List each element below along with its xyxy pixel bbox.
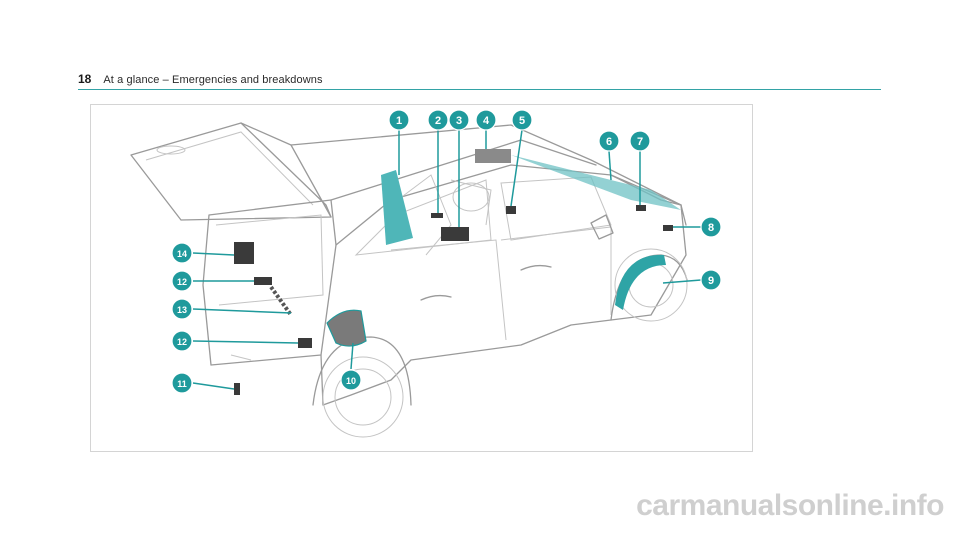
page-number: 18 (78, 72, 92, 86)
car-outline (130, 122, 688, 438)
callout-5: 5 (511, 109, 533, 131)
part-13 (269, 285, 293, 317)
page-title: At a glance – Emergencies and breakdowns (103, 74, 323, 86)
callout-1: 1 (388, 109, 410, 131)
part-2 (431, 213, 443, 218)
page-header: 18 At a glance – Emergencies and breakdo… (78, 72, 323, 86)
callout-4: 4 (475, 109, 497, 131)
watermark-text: carmanualsonline.info (636, 489, 944, 522)
windscreen-highlight (511, 155, 681, 210)
callout-12-lower: 12 (171, 330, 193, 352)
callout-7: 7 (629, 130, 651, 152)
callout-8: 8 (700, 216, 722, 238)
svg-text:12: 12 (177, 277, 187, 287)
svg-text:2: 2 (435, 115, 441, 127)
part-8 (663, 225, 673, 231)
callout-9: 9 (700, 269, 722, 291)
svg-text:1: 1 (396, 115, 402, 127)
callout-10: 10 (340, 369, 362, 391)
front-wheel-highlight (615, 254, 666, 310)
callout-14: 14 (171, 242, 193, 264)
part-12-lower (298, 338, 312, 348)
fuel-flap (326, 309, 367, 347)
svg-text:14: 14 (177, 249, 187, 259)
svg-text:13: 13 (177, 305, 187, 315)
part-7 (636, 205, 646, 211)
svg-text:3: 3 (456, 115, 462, 127)
svg-text:7: 7 (637, 136, 643, 148)
part-11 (234, 383, 240, 395)
svg-text:12: 12 (177, 337, 187, 347)
svg-text:4: 4 (483, 115, 490, 127)
header-rule (78, 89, 881, 90)
callout-12-upper: 12 (171, 270, 193, 292)
leader-lines (192, 129, 702, 390)
vehicle-illustration: 1 2 3 4 5 6 7 8 9 10 14 12 13 12 11 (130, 109, 722, 438)
svg-text:9: 9 (708, 275, 714, 287)
callout-13: 13 (171, 298, 193, 320)
part-14 (234, 242, 254, 264)
svg-text:6: 6 (606, 136, 612, 148)
vehicle-overview-figure: 1 2 3 4 5 6 7 8 9 10 14 12 13 12 11 (90, 104, 753, 452)
callout-2: 2 (427, 109, 449, 131)
callout-6: 6 (598, 130, 620, 152)
part-3 (441, 227, 469, 241)
svg-text:11: 11 (177, 379, 187, 389)
svg-text:5: 5 (519, 115, 525, 127)
part-12-upper (254, 277, 272, 285)
b-pillar-highlight (381, 170, 413, 245)
callout-3: 3 (448, 109, 470, 131)
part-5 (506, 206, 516, 214)
svg-text:10: 10 (346, 376, 356, 386)
callout-11: 11 (171, 372, 193, 394)
highlighted-parts (234, 149, 681, 395)
svg-text:8: 8 (708, 222, 714, 234)
part-4 (475, 149, 511, 163)
